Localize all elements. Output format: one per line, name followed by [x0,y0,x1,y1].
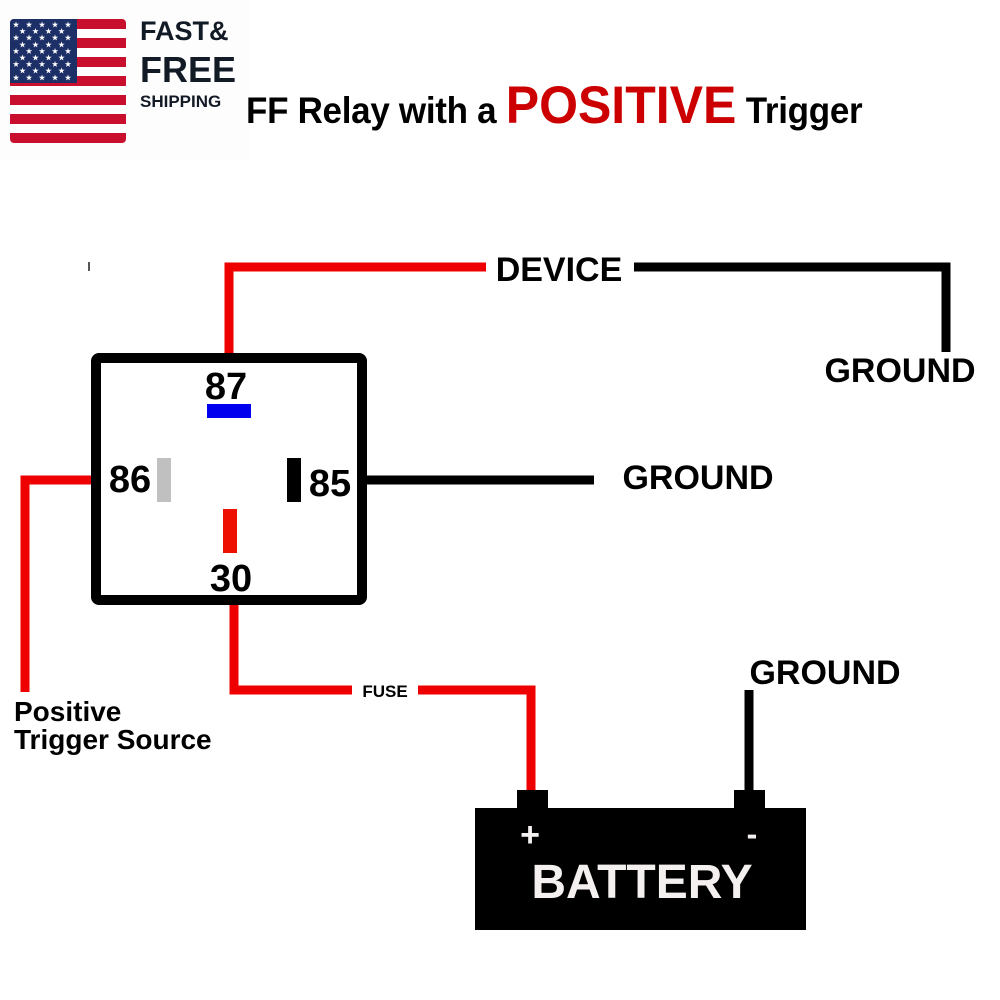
flag-star: ★ [58,54,65,62]
badge-free-text: FREE [140,49,237,90]
badge-shipping-text: SHIPPING [140,92,222,111]
battery: + - BATTERY [475,790,806,930]
flag-star: ★ [39,61,46,69]
ground-label-device: GROUND [824,352,975,390]
badge-fast-text: FAST& [140,16,229,46]
flag-star: ★ [26,47,33,55]
flag-star: ★ [39,47,46,55]
pin-87-label: 87 [205,366,247,408]
flag-star: ★ [52,21,59,29]
trigger-source-label-line2: Trigger Source [14,724,212,755]
flag-star: ★ [58,41,65,49]
wire-87-to-device [224,262,486,356]
wire-30-to-fuse [229,602,352,695]
flag-star: ★ [32,54,39,62]
flag-star: ★ [39,21,46,29]
wire-fuse-to-battery [418,685,536,795]
flag-star: ★ [65,21,72,29]
title-highlight: POSITIVE [505,75,737,135]
ground-label-85: GROUND [622,459,773,497]
flag-star: ★ [52,61,59,69]
pin-87-terminal [207,404,251,418]
flag-star: ★ [32,67,39,75]
flag-star: ★ [19,41,26,49]
flag-star: ★ [32,28,39,36]
flag-star: ★ [13,74,20,82]
battery-plus-sign: + [520,816,540,854]
trigger-source-label-line1: Positive [14,696,121,727]
flag-star: ★ [52,34,59,42]
flag-star: ★ [52,74,59,82]
flag-star: ★ [26,61,33,69]
relay-body [91,353,367,605]
flag-star: ★ [65,47,72,55]
us-flag-icon: ★★★★★★★★★★★★★★★★★★★★★★★★★★★★★★★★★★★★★★★★… [10,19,126,143]
flag-star: ★ [13,47,20,55]
page-title: FF Relay with a POSITIVE Trigger [246,75,863,136]
battery-minus-sign: - [747,816,758,852]
title-suffix: Trigger [745,90,863,132]
flag-star: ★ [39,34,46,42]
flag-star: ★ [19,67,26,75]
flag-star: ★ [58,28,65,36]
pin-85-label: 85 [309,463,351,505]
wire-trigger-to-86 [20,475,94,692]
flag-star: ★ [19,28,26,36]
battery-positive-post [517,790,548,810]
pin-85-terminal [287,458,301,502]
pin-30-terminal [223,509,237,553]
battery-body [475,808,806,930]
device-label: DEVICE [496,251,623,289]
flag-star: ★ [45,54,52,62]
battery-label: BATTERY [531,856,752,909]
flag-star: ★ [65,34,72,42]
pin-86-terminal [157,458,171,502]
flag-star: ★ [45,67,52,75]
fuse-label: FUSE [362,682,407,701]
stray-mark [88,262,90,271]
flag-star: ★ [45,28,52,36]
flag-star: ★ [45,41,52,49]
ground-label-battery: GROUND [749,654,900,692]
flag-star: ★ [65,61,72,69]
flag-star: ★ [26,74,33,82]
flag-star: ★ [26,21,33,29]
flag-star: ★ [32,41,39,49]
pin-86-label: 86 [109,459,151,501]
flag-star: ★ [39,74,46,82]
flag-star: ★ [13,61,20,69]
flag-star: ★ [58,67,65,75]
pin-30-label: 30 [210,558,252,600]
flag-star: ★ [13,34,20,42]
wire-device-to-ground [634,262,951,352]
flag-star: ★ [19,54,26,62]
battery-negative-post [734,790,765,810]
shipping-badge: ★★★★★★★★★★★★★★★★★★★★★★★★★★★★★★★★★★★★★★★★… [0,0,250,160]
title-prefix: FF Relay with a [246,90,497,132]
flag-star: ★ [52,47,59,55]
flag-star: ★ [65,74,72,82]
flag-star: ★ [26,34,33,42]
flag-star: ★ [13,21,20,29]
